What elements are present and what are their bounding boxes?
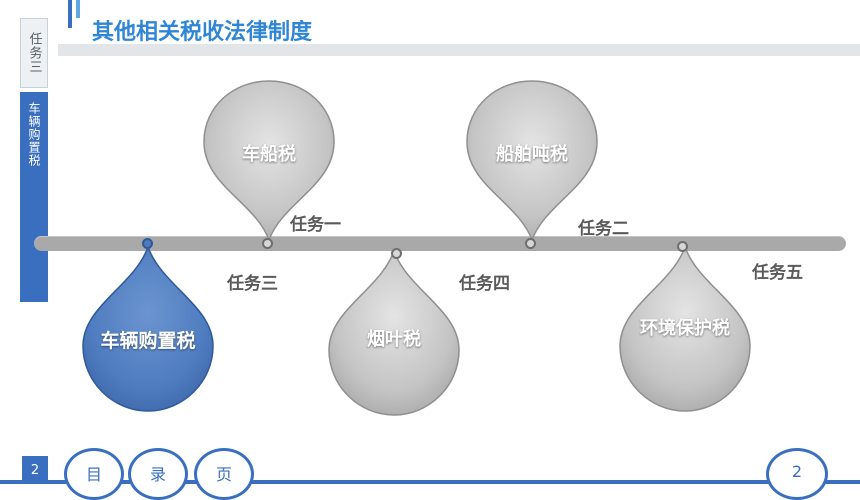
drop-label: 烟叶税 <box>367 329 421 350</box>
task-label-4: 任务四 <box>459 274 510 294</box>
timeline-node <box>525 238 536 249</box>
header-accent-bar-light <box>76 0 80 18</box>
sidebar-topic-label: 车辆购置税 <box>27 102 41 167</box>
sidebar-task-tab[interactable]: 任务三 <box>20 18 48 88</box>
task-label-3: 任务三 <box>227 274 278 294</box>
drop-tonnage-tax[interactable]: 船舶吨税 <box>466 80 598 245</box>
drop-shape <box>619 244 751 412</box>
nav-button-record[interactable]: 录 <box>128 448 188 500</box>
drop-shape <box>328 248 460 416</box>
drop-environmental-tax[interactable]: 环境保护税 <box>619 244 751 412</box>
drop-label: 环境保护税 <box>640 318 730 339</box>
page-title: 其他相关税收法律制度 <box>92 20 313 45</box>
timeline-node <box>142 238 153 249</box>
timeline-node <box>262 238 273 249</box>
header-divider <box>58 44 860 56</box>
drop-label: 船舶吨税 <box>496 144 568 165</box>
drop-shape <box>466 80 598 243</box>
drop-vehicle-purchase-tax[interactable]: 车辆购置税 <box>82 244 214 412</box>
drop-shape <box>203 80 335 243</box>
drop-vehicle-vessel-tax[interactable]: 车船税 <box>203 80 335 245</box>
task-label-2: 任务二 <box>578 219 629 239</box>
timeline-node <box>391 248 402 259</box>
task-label-5: 任务五 <box>752 263 803 283</box>
drop-label: 车辆购置税 <box>100 330 196 352</box>
task-label-1: 任务一 <box>290 215 341 235</box>
footer-divider <box>0 480 860 484</box>
page-number-right[interactable]: 2 <box>766 448 828 500</box>
nav-button-page[interactable]: 页 <box>194 448 254 500</box>
page-number-left: 2 <box>22 456 48 484</box>
drop-label: 车船税 <box>242 144 296 165</box>
timeline-node <box>677 241 688 252</box>
sidebar-topic-tab[interactable]: 车辆购置税 <box>20 92 48 302</box>
drop-tobacco-tax[interactable]: 烟叶税 <box>328 248 460 416</box>
nav-button-contents[interactable]: 目 <box>64 448 124 500</box>
header-accent-bar <box>68 0 72 28</box>
drop-shape <box>82 244 214 412</box>
sidebar-task-label: 任务三 <box>26 32 42 74</box>
timeline-bar <box>34 236 846 251</box>
